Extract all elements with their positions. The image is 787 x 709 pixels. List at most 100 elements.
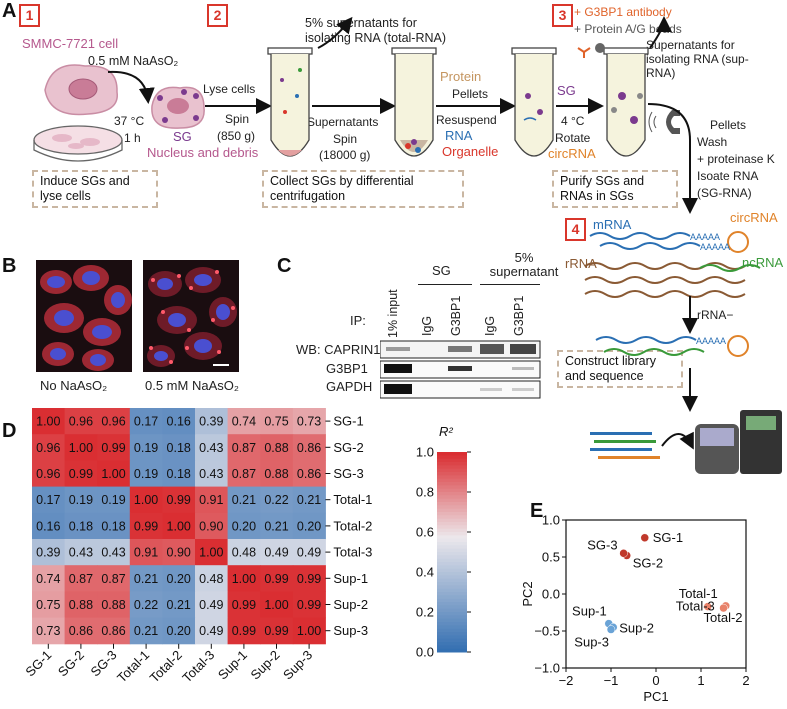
heatmap-cell — [32, 460, 66, 488]
heatmap-cell-value: 1.00 — [167, 519, 191, 533]
heatmap-cell-value: 0.21 — [134, 624, 158, 638]
svg-text:AAAAA: AAAAA — [700, 242, 730, 252]
heatmap-col-label: Total-1 — [114, 647, 152, 685]
petri-dish-illustration — [33, 125, 123, 162]
pca-y-tick-label: 0.0 — [542, 587, 560, 602]
colorbar-segment — [437, 488, 467, 493]
heatmap-cell — [32, 434, 66, 461]
wash-label: Wash — [697, 135, 728, 149]
magnet-icon — [666, 110, 680, 134]
colorbar-segment — [437, 508, 467, 513]
heatmap-cell-value: 0.88 — [101, 598, 125, 612]
colorbar-segment — [437, 538, 467, 543]
heatmap-cell — [162, 617, 196, 645]
heatmap-cell-value: 1.00 — [69, 441, 93, 455]
heatmap-cell — [129, 486, 163, 514]
heatmap-cell — [260, 486, 294, 514]
tube-1 — [267, 47, 313, 157]
heatmap-cell-value: 0.86 — [101, 624, 125, 638]
sg2-label: SG — [557, 83, 576, 98]
colorbar-segment — [437, 498, 467, 503]
colorbar-segment — [437, 465, 467, 470]
heatmap-cell — [195, 486, 229, 514]
pca-point-label: Sup-1 — [572, 604, 607, 619]
heatmap-cell — [97, 512, 131, 540]
micrograph-control-cells — [40, 265, 132, 371]
heatmap-cell — [162, 408, 196, 435]
heatmap-cell-value: 0.99 — [69, 467, 93, 481]
heatmap-cell-value: 0.18 — [167, 441, 191, 455]
sup-rna-label: Supernatants for isolating RNA (sup-RNA) — [646, 38, 749, 80]
heatmap-cell — [292, 617, 326, 645]
sg-group-label: SG — [432, 263, 451, 278]
colorbar-segment — [437, 515, 467, 520]
resuspend-label: Resuspend — [436, 113, 497, 127]
pca-point-label: Total-2 — [704, 610, 743, 625]
heatmap-cell-value: 1.00 — [232, 572, 256, 586]
colorbar-segment — [437, 478, 467, 483]
colorbar-segment — [437, 638, 467, 643]
colorbar-segment — [437, 585, 467, 590]
colorbar-segment — [437, 492, 467, 496]
scale-bar — [213, 364, 229, 366]
heatmap-cell-value: 0.99 — [264, 572, 288, 586]
heatmap-cell-value: 0.18 — [101, 519, 125, 533]
heatmap-cell-value: 0.16 — [36, 519, 60, 533]
mrna-label: mRNA — [593, 217, 632, 232]
heatmap-cell — [97, 565, 131, 592]
heatmap-cell-value: 0.99 — [297, 572, 321, 586]
heatmap-cell — [260, 539, 294, 566]
pellets2-label: Pellets — [710, 118, 747, 132]
heatmap-cell-value: 0.18 — [69, 519, 93, 533]
heatmap-cell-value: 0.75 — [264, 415, 288, 429]
tube-2 — [391, 47, 437, 157]
step2-caption-box: Collect SGs by differential centrifugati… — [262, 170, 464, 208]
colorbar-segment — [437, 628, 467, 633]
heatmap-cell-value: 0.19 — [134, 467, 158, 481]
heatmap-cell — [227, 512, 261, 540]
colorbar-segment — [437, 482, 467, 486]
pca-y-tick-label: 1.0 — [542, 513, 560, 528]
svg-text:AAAAA: AAAAA — [696, 336, 726, 346]
heatmap-cell-value: 0.17 — [134, 415, 158, 429]
nucleus-label: Nucleus and debris — [147, 145, 259, 160]
pellets-label: Pellets — [452, 87, 489, 101]
colorbar-segment — [437, 592, 467, 596]
heatmap-cell — [292, 539, 326, 566]
micrograph-nasoa-label: 0.5 mM NaAsO₂ — [145, 378, 239, 393]
heatmap-cell-value: 0.88 — [264, 467, 288, 481]
heatmap-col-label: Sup-2 — [247, 647, 282, 682]
heatmap-cell — [227, 486, 261, 514]
rna-label: RNA — [445, 128, 473, 143]
colorbar-segment — [437, 622, 467, 626]
heatmap-cell — [32, 512, 66, 540]
wb-row-gapdh: GAPDH — [326, 379, 373, 394]
heatmap-cell-value: 0.22 — [264, 493, 288, 507]
heatmap-col-label: SG-2 — [55, 647, 87, 679]
sequencer-icon — [695, 410, 782, 474]
heatmap-cell-value: 0.18 — [167, 467, 191, 481]
heatmap-cell-value: 0.74 — [232, 415, 256, 429]
proteinase-label: + proteinase K — [697, 152, 775, 166]
pca-x-tick-label: 1 — [697, 673, 704, 688]
heatmap-cell-value: 0.74 — [36, 572, 60, 586]
rrna-minus-label: rRNA− — [697, 308, 734, 322]
heatmap-cell — [292, 434, 326, 461]
heatmap-cell — [292, 565, 326, 592]
heatmap-cell — [64, 591, 98, 619]
lane-label-igg-sup: IgG — [483, 315, 497, 336]
heatmap-cell-value: 0.91 — [199, 493, 223, 507]
heatmap-cell — [32, 486, 66, 514]
gapdh-bands — [384, 384, 534, 394]
heatmap-cell-value: 0.48 — [199, 572, 223, 586]
heatmap-cell-value: 0.48 — [232, 546, 256, 560]
heatmap-cell — [195, 434, 229, 461]
heatmap-cell-value: 0.43 — [199, 467, 223, 481]
heatmap-cell — [129, 434, 163, 461]
colorbar-segment — [437, 625, 467, 630]
heatmap-cell — [97, 591, 131, 619]
heatmap-cell — [227, 539, 261, 566]
heatmap-cell — [195, 408, 229, 435]
